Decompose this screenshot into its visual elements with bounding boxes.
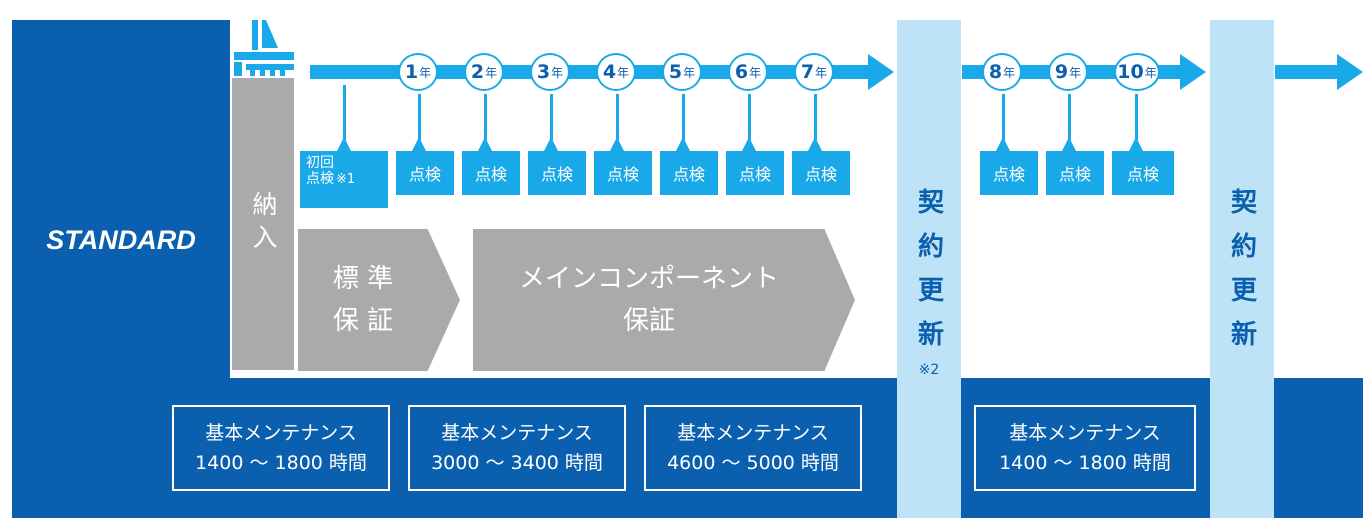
inspection-box: 点検 — [528, 151, 586, 195]
maintenance-hours: 1400 ～ 1800 時間 — [999, 452, 1171, 474]
renewal-column-1: 契約更新 ※2 — [897, 20, 961, 518]
timeline-arrowhead-3 — [1337, 54, 1363, 90]
maintenance-title: 基本メンテナンス — [1009, 422, 1161, 444]
inspection-pointer — [676, 137, 690, 151]
first-inspection-note: ※1 — [336, 172, 356, 187]
inspection-stem — [1068, 94, 1071, 140]
machine-icon — [230, 18, 296, 78]
inspection-pointer — [808, 137, 822, 151]
inspection-box: 点検 — [1046, 151, 1104, 195]
maintenance-box: 基本メンテナンス 1400 ～ 1800 時間 — [974, 405, 1196, 491]
inspection-stem — [1135, 94, 1138, 140]
inspection-pointer — [1062, 137, 1076, 151]
inspection-pointer — [412, 137, 426, 151]
inspection-box: 点検 — [792, 151, 850, 195]
maintenance-hours: 3000 ～ 3400 時間 — [431, 452, 603, 474]
inspection-box: 点検 — [462, 151, 520, 195]
inspection-stem — [1002, 94, 1005, 140]
component-warranty: メインコンポーネント 保証 — [473, 229, 855, 371]
plan-label: STANDARD — [46, 224, 196, 255]
maintenance-hours: 1400 ～ 1800 時間 — [195, 452, 367, 474]
inspection-box: 点検 — [396, 151, 454, 195]
inspection-stem — [748, 94, 751, 140]
inspection-stem — [550, 94, 553, 140]
inspection-pointer — [610, 137, 624, 151]
maintenance-title: 基本メンテナンス — [677, 422, 829, 444]
first-inspection-box: 初回 点検※1 — [300, 151, 388, 208]
renewal-note: ※2 — [918, 362, 940, 378]
inspection-box: 点検 — [1112, 151, 1174, 195]
renewal-text-1: 契約更新 — [913, 188, 944, 364]
standard-warranty-line1: 標 準 — [332, 264, 394, 294]
inspection-stem — [616, 94, 619, 140]
maintenance-title: 基本メンテナンス — [441, 422, 593, 444]
timeline-arrow-3 — [1275, 65, 1339, 79]
maintenance-title: 基本メンテナンス — [205, 422, 357, 444]
inspection-box: 点検 — [594, 151, 652, 195]
first-inspection-line1: 初回 — [306, 155, 334, 171]
first-inspection-line2: 点検 — [306, 171, 334, 187]
maintenance-box: 基本メンテナンス 3000 ～ 3400 時間 — [408, 405, 626, 491]
inspection-pointer — [742, 137, 756, 151]
delivery-bar: 納入 — [232, 78, 294, 370]
inspection-pointer — [337, 137, 351, 151]
inspection-box: 点検 — [660, 151, 718, 195]
delivery-label: 納入 — [249, 191, 278, 257]
inspection-stem — [484, 94, 487, 140]
renewal-text-2: 契約更新 — [1226, 188, 1257, 364]
standard-panel — [12, 20, 230, 420]
inspection-pointer — [1129, 137, 1143, 151]
inspection-pointer — [996, 137, 1010, 151]
inspection-box: 点検 — [980, 151, 1038, 195]
inspection-stem — [682, 94, 685, 140]
inspection-box: 点検 — [726, 151, 784, 195]
inspection-pointer — [544, 137, 558, 151]
maintenance-hours: 4600 ～ 5000 時間 — [667, 452, 839, 474]
renewal-column-2: 契約更新 — [1210, 20, 1274, 518]
maintenance-box: 基本メンテナンス 4600 ～ 5000 時間 — [644, 405, 862, 491]
inspection-stem — [814, 94, 817, 140]
component-warranty-line2: 保証 — [622, 306, 675, 336]
inspection-stem — [418, 94, 421, 140]
inspection-pointer — [478, 137, 492, 151]
component-warranty-line1: メインコンポーネント — [518, 264, 779, 294]
timeline-arrowhead-1 — [868, 54, 894, 90]
standard-warranty-line2: 保 証 — [332, 306, 394, 336]
inspection-stem — [343, 85, 346, 140]
standard-warranty: 標 準 保 証 — [298, 229, 460, 371]
maintenance-box: 基本メンテナンス 1400 ～ 1800 時間 — [172, 405, 390, 491]
timeline-arrow-1 — [310, 65, 870, 79]
timeline-arrowhead-2 — [1180, 54, 1206, 90]
